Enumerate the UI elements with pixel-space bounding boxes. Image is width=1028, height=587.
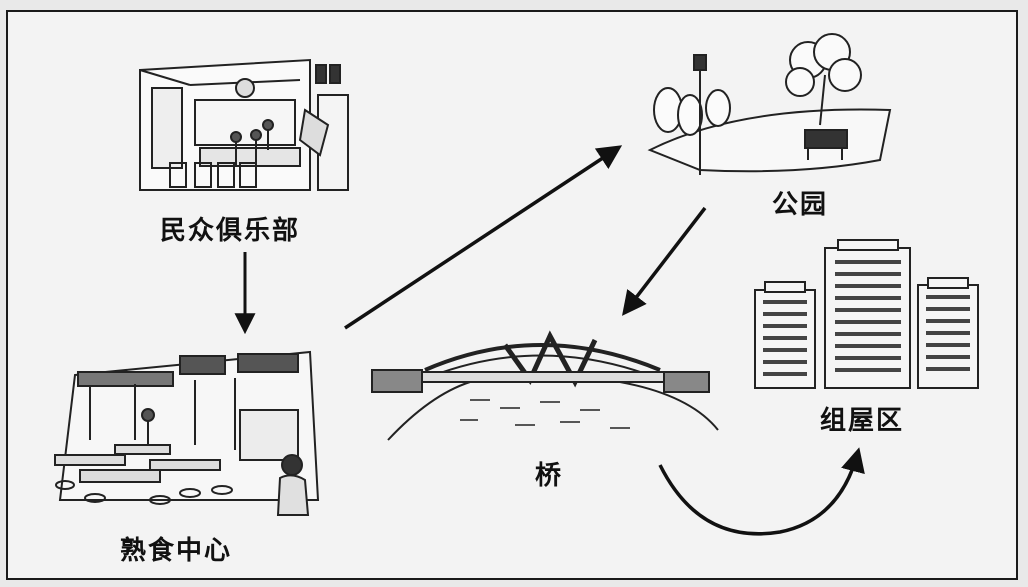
arrow-hawker-to-park bbox=[344, 145, 623, 330]
arrow-park-to-bridge bbox=[622, 206, 707, 316]
label-bridge: 桥 bbox=[535, 461, 564, 491]
label-community-club: 民众俱乐部 bbox=[160, 216, 301, 246]
bridge-illustration bbox=[371, 330, 719, 441]
label-housing-estate: 组屋区 bbox=[820, 406, 905, 436]
housing-estate-illustration bbox=[754, 239, 979, 389]
community-club-illustration bbox=[139, 58, 349, 191]
hawker-centre-illustration bbox=[54, 350, 320, 516]
park-illustration bbox=[647, 33, 892, 175]
label-park: 公园 bbox=[772, 190, 829, 220]
arrow-bridge-to-estate bbox=[658, 447, 865, 536]
label-hawker-centre: 熟食中心 bbox=[120, 536, 233, 566]
